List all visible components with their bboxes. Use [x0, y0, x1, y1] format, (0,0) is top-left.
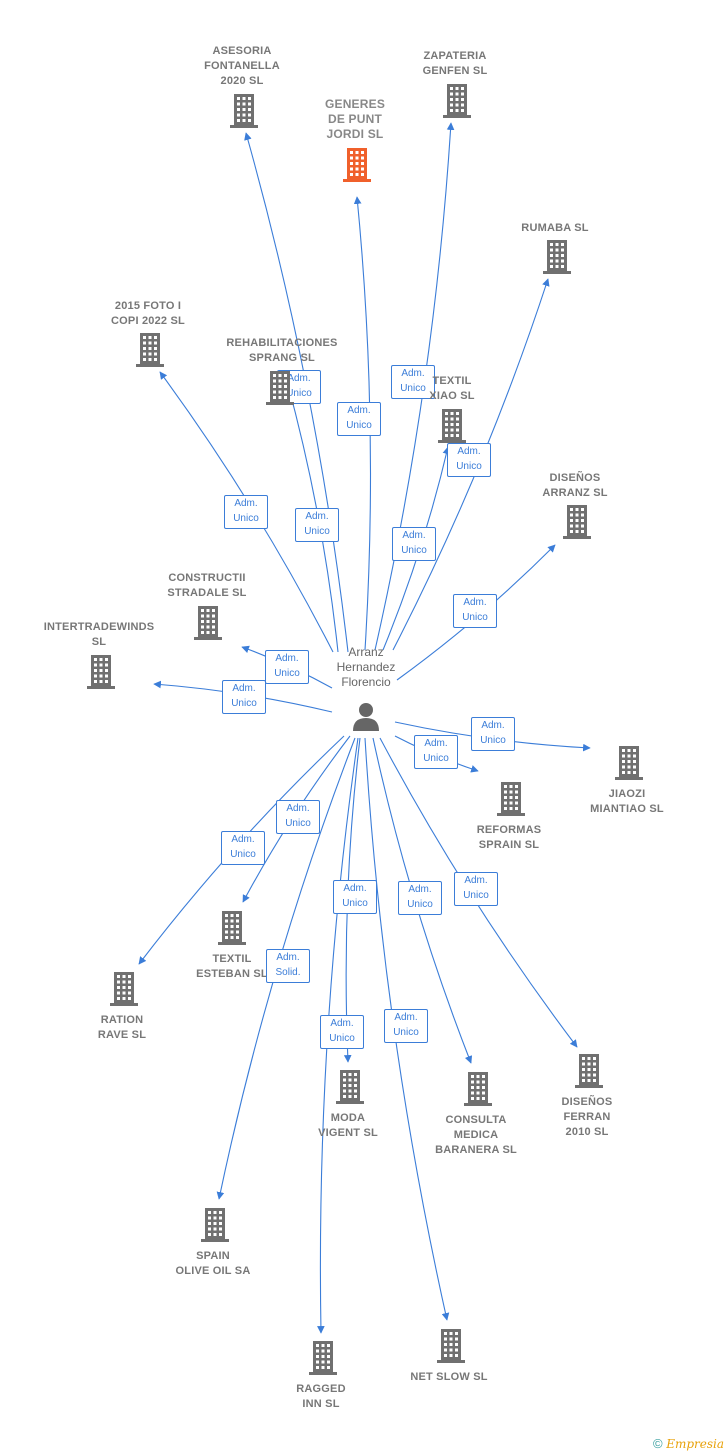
role-badge: Adm. Solid.	[266, 949, 310, 983]
company-node-textilxiao[interactable]	[438, 409, 466, 448]
role-badge: Adm. Unico	[265, 650, 309, 684]
building-icon	[87, 655, 115, 689]
company-label[interactable]: RAGGED INN SL	[296, 1383, 346, 1410]
company-label[interactable]: 2015 FOTO I COPI 2022 SL	[111, 300, 185, 327]
building-icon	[543, 240, 571, 274]
footer: © Empresia	[653, 1436, 724, 1451]
role-badge: Adm. Unico	[471, 717, 515, 751]
company-label[interactable]: RATION RAVE SL	[97, 1014, 147, 1041]
company-node-spain[interactable]	[201, 1208, 229, 1247]
company-node-rehab[interactable]	[266, 371, 294, 410]
company-label[interactable]: NET SLOW SL	[410, 1371, 488, 1383]
company-label[interactable]: INTERTRADEWINDS SL	[43, 621, 155, 648]
building-icon	[464, 1072, 492, 1106]
role-badge: Adm. Unico	[337, 402, 381, 436]
brand-logo[interactable]: Empresia	[666, 1437, 724, 1451]
company-node-netslow[interactable]	[437, 1329, 465, 1368]
building-icon	[443, 84, 471, 118]
role-badge: Adm. Unico	[295, 508, 339, 542]
company-node-consulta[interactable]	[464, 1072, 492, 1111]
building-icon	[575, 1054, 603, 1088]
company-label[interactable]: TEXTIL XIAO SL	[429, 375, 475, 402]
building-icon	[230, 94, 258, 128]
person-icon[interactable]	[351, 701, 381, 731]
role-badge: Adm. Unico	[391, 365, 435, 399]
company-label[interactable]: ASESORIA FONTANELLA 2020 SL	[204, 45, 280, 87]
building-icon	[110, 972, 138, 1006]
company-node-moda[interactable]	[336, 1070, 364, 1109]
role-badge: Adm. Unico	[320, 1015, 364, 1049]
building-icon	[343, 148, 371, 182]
company-node-reformas[interactable]	[497, 782, 525, 821]
company-label[interactable]: RUMABA SL	[521, 222, 589, 234]
company-label[interactable]: SPAIN OLIVE OIL SA	[175, 1250, 251, 1277]
building-icon	[336, 1070, 364, 1104]
company-node-disarranz[interactable]	[563, 505, 591, 544]
role-badge: Adm. Unico	[398, 881, 442, 915]
company-label[interactable]: DISEÑOS FERRAN 2010 SL	[561, 1096, 613, 1138]
company-node-ragged[interactable]	[309, 1341, 337, 1380]
company-label[interactable]: CONSTRUCTII STRADALE SL	[167, 572, 247, 599]
company-node-ration[interactable]	[110, 972, 138, 1011]
role-badge: Adm. Unico	[222, 680, 266, 714]
role-badge: Adm. Unico	[333, 880, 377, 914]
role-badge: Adm. Unico	[224, 495, 268, 529]
building-icon	[136, 333, 164, 367]
role-badge: Adm. Unico	[384, 1009, 428, 1043]
company-label[interactable]: DISEÑOS ARRANZ SL	[542, 472, 608, 499]
building-icon	[437, 1329, 465, 1363]
copyright-icon: ©	[652, 1436, 663, 1451]
company-node-rumaba[interactable]	[543, 240, 571, 279]
building-icon	[218, 911, 246, 945]
company-label[interactable]: GENERES DE PUNT JORDI SL	[324, 97, 386, 141]
company-node-disferran[interactable]	[575, 1054, 603, 1093]
building-icon	[438, 409, 466, 443]
building-icon	[615, 746, 643, 780]
company-label[interactable]: REFORMAS SPRAIN SL	[476, 824, 542, 851]
company-label[interactable]: CONSULTA MEDICA BARANERA SL	[435, 1114, 517, 1156]
company-label[interactable]: TEXTIL ESTEBAN SL	[196, 953, 268, 980]
role-badge: Adm. Unico	[453, 594, 497, 628]
company-node-asesoria[interactable]	[230, 94, 258, 133]
company-label[interactable]: ZAPATERIA GENFEN SL	[422, 50, 488, 77]
company-node-foto[interactable]	[136, 333, 164, 372]
company-label[interactable]: REHABILITACIONES SPRANG SL	[226, 337, 338, 364]
company-node-generes[interactable]	[343, 148, 371, 187]
role-badge: Adm. Unico	[414, 735, 458, 769]
person-label[interactable]: Arranz Hernandez Florencio	[336, 645, 396, 689]
building-icon	[194, 606, 222, 640]
company-node-jiaozi[interactable]	[615, 746, 643, 785]
company-label[interactable]: MODA VIGENT SL	[318, 1112, 378, 1139]
building-icon	[266, 371, 294, 405]
company-node-zapateria[interactable]	[443, 84, 471, 123]
company-node-intertrade[interactable]	[87, 655, 115, 694]
company-label[interactable]: JIAOZI MIANTIAO SL	[590, 788, 664, 815]
role-badge: Adm. Unico	[447, 443, 491, 477]
role-badge: Adm. Unico	[276, 800, 320, 834]
company-node-construct[interactable]	[194, 606, 222, 645]
building-icon	[497, 782, 525, 816]
role-badge: Adm. Unico	[221, 831, 265, 865]
role-badge: Adm. Unico	[454, 872, 498, 906]
company-node-textilesteban[interactable]	[218, 911, 246, 950]
building-icon	[563, 505, 591, 539]
role-badge: Adm. Unico	[392, 527, 436, 561]
building-icon	[201, 1208, 229, 1242]
building-icon	[309, 1341, 337, 1375]
